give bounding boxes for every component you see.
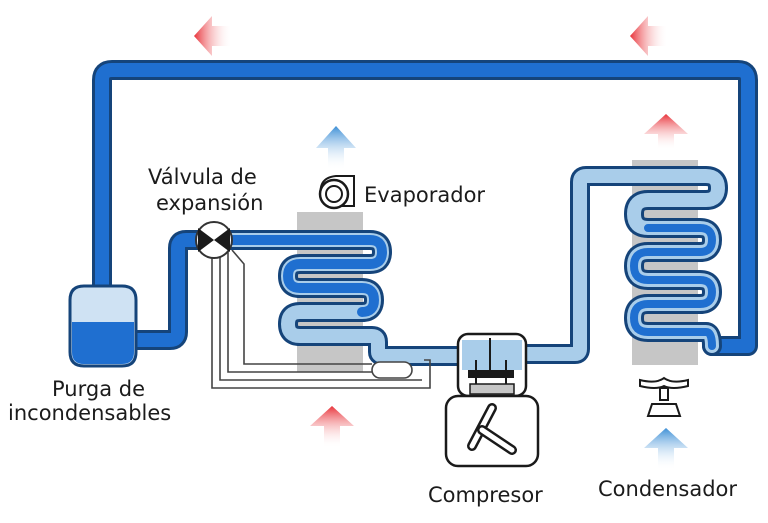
compressor-icon	[444, 332, 540, 468]
purge-label-line2: incondensables	[8, 401, 171, 425]
air-arrow-condenser-in-icon	[644, 428, 688, 470]
purge-label-line1: Purga de	[52, 377, 145, 401]
condenser-label: Condensador	[598, 477, 737, 501]
compressor-label: Compresor	[428, 483, 543, 507]
flow-arrow-top-right-icon	[630, 16, 668, 56]
condenser-fan-icon	[639, 376, 689, 417]
valve-label-line2: expansión	[156, 191, 263, 215]
air-arrow-evaporator-in-icon	[310, 406, 354, 448]
condenser-coil	[518, 166, 728, 364]
expansion-valve-icon	[195, 221, 233, 259]
air-arrow-condenser-out-icon	[644, 114, 688, 150]
capillary-tube	[211, 249, 431, 389]
liquid-line-pipe	[120, 230, 210, 350]
flow-arrow-top-left-icon	[194, 16, 232, 56]
purge-tank-icon	[68, 284, 138, 368]
evaporator-coil	[220, 230, 472, 366]
evaporator-label: Evaporador	[364, 183, 485, 207]
air-arrow-evaporator-out-icon	[316, 126, 356, 170]
valve-label-line1: Válvula de	[148, 165, 257, 189]
main-return-pipe	[92, 60, 758, 356]
fan-icon	[318, 175, 355, 210]
